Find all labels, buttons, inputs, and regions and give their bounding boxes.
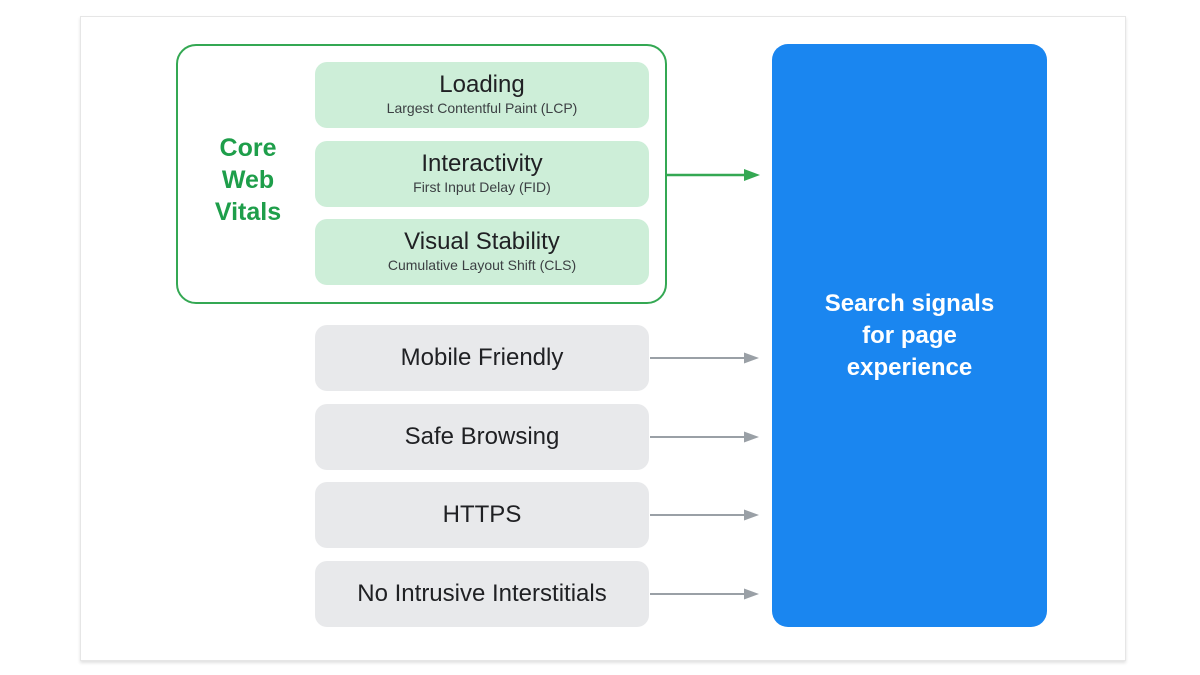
signal-https: HTTPS xyxy=(315,482,649,548)
signal-no-intrusive-interstitials: No Intrusive Interstitials xyxy=(315,561,649,627)
metric-interactivity: Interactivity First Input Delay (FID) xyxy=(315,141,649,207)
signal-safe-browsing: Safe Browsing xyxy=(315,404,649,470)
signal-mobile-friendly: Mobile Friendly xyxy=(315,325,649,391)
metric-visual-stability: Visual Stability Cumulative Layout Shift… xyxy=(315,219,649,285)
metric-title: Interactivity xyxy=(421,150,543,177)
metric-title: Loading xyxy=(439,71,525,98)
core-web-vitals-label: Core Web Vitals xyxy=(214,134,282,226)
search-signals-box: Search signals for page experience xyxy=(772,44,1047,627)
metric-loading: Loading Largest Contentful Paint (LCP) xyxy=(315,62,649,128)
metric-subtitle: Cumulative Layout Shift (CLS) xyxy=(387,257,577,273)
search-signals-label: Search signals for page experience xyxy=(824,290,995,381)
metric-subtitle: First Input Delay (FID) xyxy=(413,179,551,195)
metric-title: Visual Stability xyxy=(404,228,560,255)
core-web-vitals-group xyxy=(176,44,667,304)
metric-subtitle: Largest Contentful Paint (LCP) xyxy=(386,100,578,116)
